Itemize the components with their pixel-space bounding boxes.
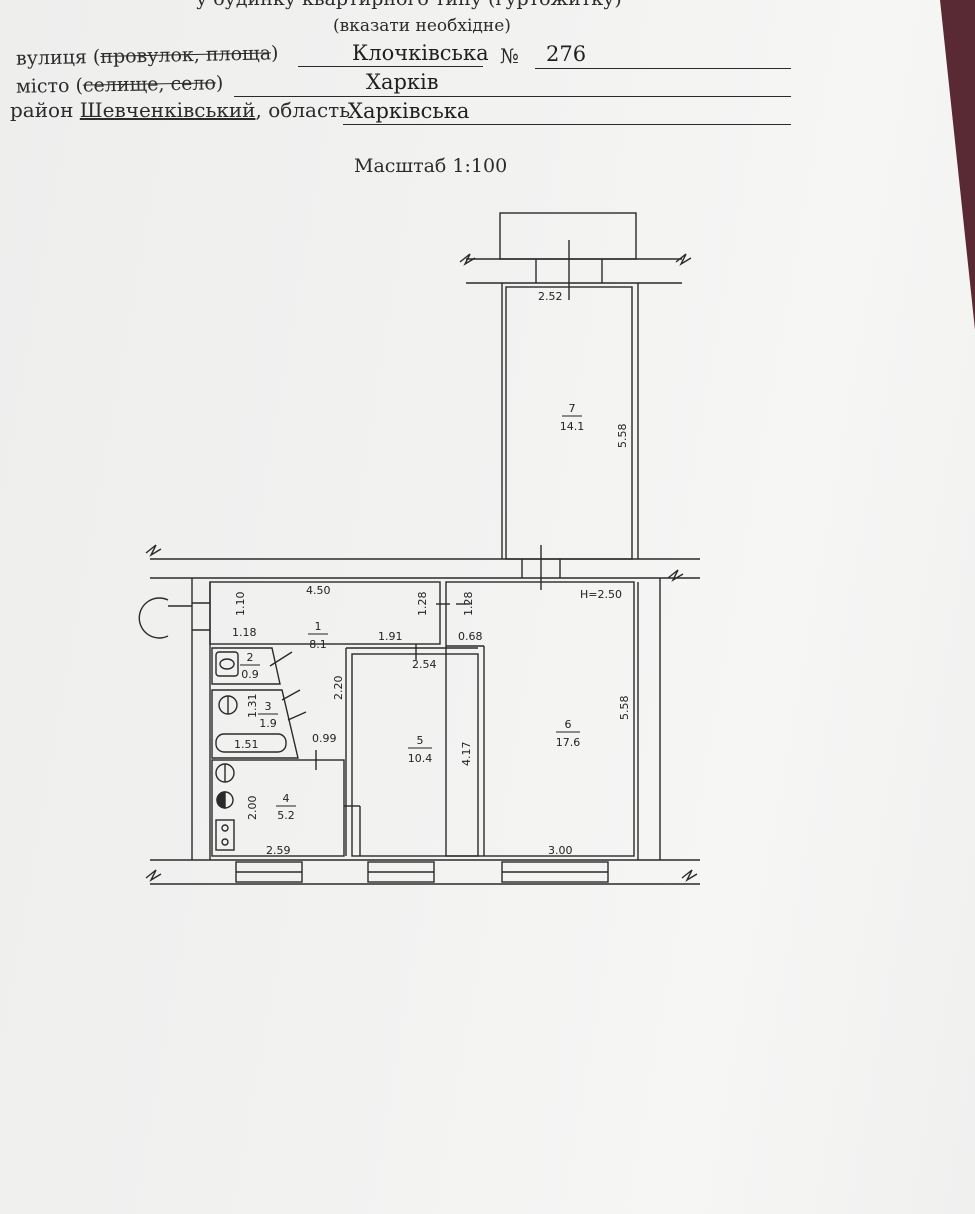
ceiling-height: H=2.50 — [580, 588, 622, 601]
room-6-outline — [445, 581, 635, 857]
room-5-area: 10.4 — [408, 752, 433, 765]
room-2-area: 0.9 — [241, 668, 259, 681]
region-label: , область — [255, 98, 351, 122]
dim-kitchen-width: 2.59 — [266, 844, 291, 857]
dim-room1-width: 4.50 — [306, 584, 331, 597]
dim-corridor-length: 2.20 — [332, 676, 345, 701]
dim-hall-d: 0.68 — [458, 630, 483, 643]
room-1-number: 1 — [315, 620, 322, 633]
dim-passage: 0.99 — [312, 732, 337, 745]
dim-kitchen-length: 2.00 — [246, 796, 259, 821]
room-4-number: 4 — [283, 792, 290, 805]
dim-room7-length: 5.58 — [616, 424, 629, 449]
room-7-area: 14.1 — [560, 420, 585, 433]
dim-room7-width: 2.52 — [538, 290, 563, 303]
dim-room6-length: 5.58 — [618, 696, 631, 721]
city-underline — [234, 96, 791, 97]
room-6-area: 17.6 — [556, 736, 581, 749]
room-5-number: 5 — [417, 734, 424, 747]
dim-bath-length: 1.31 — [246, 694, 259, 719]
district-line: район Шевченківський, область — [10, 98, 350, 122]
district-label: район — [10, 98, 74, 122]
dim-room5-length: 4.17 — [460, 742, 473, 767]
room-7-number: 7 — [569, 402, 576, 415]
region-underline — [343, 124, 791, 125]
dim-room1-inner: 1.18 — [232, 626, 257, 639]
dim-hall-c: 1.91 — [378, 630, 403, 643]
number-label: № — [500, 44, 519, 68]
street-underline — [298, 66, 483, 67]
room-3-number: 3 — [265, 700, 272, 713]
dim-room6-width: 3.00 — [548, 844, 573, 857]
room-3-area: 1.9 — [259, 717, 277, 730]
dim-room5-width: 2.54 — [412, 658, 437, 671]
room-5-outline — [351, 653, 479, 857]
region-value: Харківська — [348, 99, 470, 123]
dim-hall-b: 1.28 — [462, 592, 475, 617]
header-note: (вказати необхідне) — [333, 16, 511, 36]
number-value: 276 — [546, 42, 587, 66]
balcony — [499, 212, 637, 260]
city-value: Харків — [366, 70, 439, 94]
dim-bath-width: 1.51 — [234, 738, 259, 751]
room-2-number: 2 — [247, 651, 254, 664]
scale-label: Масштаб 1:100 — [354, 155, 508, 177]
header-top-line: у будинку квартирного типу (гуртожитку) — [196, 0, 622, 10]
dim-hall-a: 1.28 — [416, 592, 429, 617]
district-value: Шевченківський — [79, 98, 256, 122]
room-1-area: 8.1 — [309, 638, 327, 651]
dim-room1-side: 1.10 — [234, 592, 247, 617]
street-value: Клочківська — [352, 41, 489, 65]
room-6-number: 6 — [565, 718, 572, 731]
number-underline — [535, 68, 791, 69]
room-1-outline — [209, 581, 441, 645]
room-4-area: 5.2 — [277, 809, 295, 822]
